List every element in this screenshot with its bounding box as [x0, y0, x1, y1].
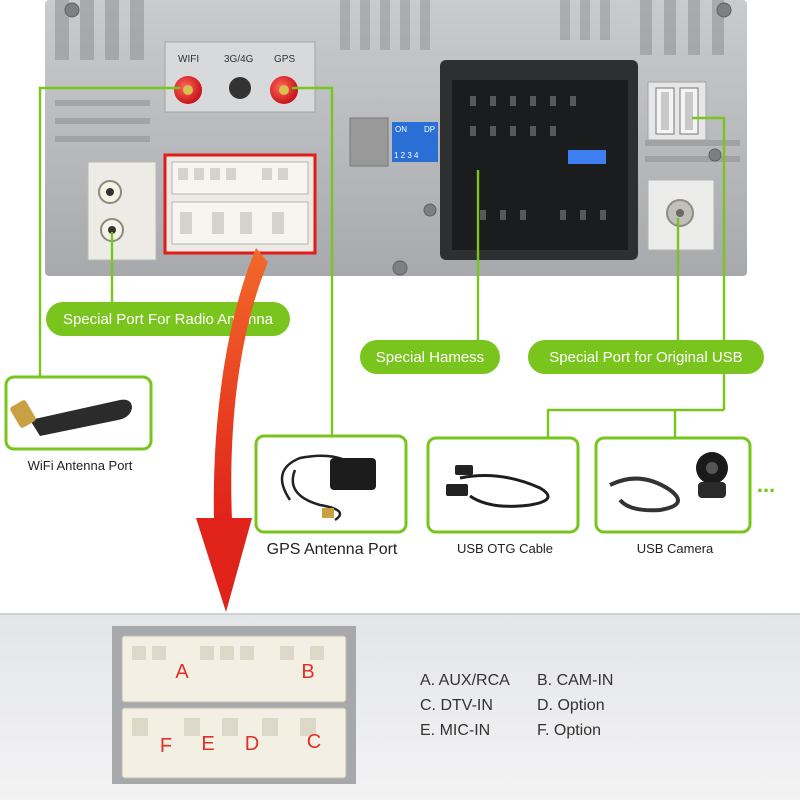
gps-antenna-image [280, 454, 376, 522]
dip-on-label: ON [395, 125, 407, 134]
red-arrow [196, 248, 268, 612]
radio-antenna-callout-text: Special Port For Radio Antenna [63, 311, 274, 328]
radio-antenna-port [87, 161, 157, 261]
wifi-port-label: WIFI [178, 54, 199, 65]
connector-letter-a: A [175, 661, 189, 683]
usb-otg-image [446, 465, 550, 508]
connector-letter-c: C [307, 731, 321, 753]
usb-ports [647, 81, 707, 141]
gps-port-label: GPS [274, 54, 295, 65]
cooling-fins-right [640, 0, 740, 162]
dip-switch: ON DP 1 2 3 4 [349, 117, 438, 167]
radio-antenna-callout: Special Port For Radio Antenna [46, 302, 290, 336]
connector-closeup: A B F E D C [112, 626, 356, 784]
harness-callout: Special Hamess [360, 340, 500, 374]
gps-antenna-box: GPS Antenna Port [254, 434, 408, 558]
more-accessories-ellipsis: ... [757, 472, 775, 497]
dip-numbers: 1 2 3 4 [394, 151, 419, 160]
connector-letter-e: E [201, 733, 214, 755]
harness-pins [470, 96, 606, 220]
usb-otg-caption: USB OTG Cable [457, 541, 553, 556]
antenna-ports-block: WIFI 3G/4G GPS [164, 41, 316, 113]
aux-connector-highlight [163, 153, 317, 255]
usb-camera-image [609, 452, 728, 513]
gps-antenna-caption: GPS Antenna Port [267, 541, 398, 558]
dip-dp-label: DP [424, 125, 435, 134]
legend-item-dtv-in: C. DTV-IN [420, 697, 493, 714]
cooling-fins-left [55, 0, 150, 142]
screws [64, 2, 732, 276]
connector-letter-b: B [301, 661, 314, 683]
usb-camera-caption: USB Camera [637, 541, 714, 556]
wifi-antenna-image [10, 399, 132, 436]
legend-item-mic-in: E. MIC-IN [420, 722, 490, 739]
usb-camera-box: USB Camera [594, 436, 752, 556]
main-harness-connector [440, 60, 638, 260]
mid-port [229, 77, 251, 99]
wifi-antenna-caption: WiFi Antenna Port [28, 458, 133, 473]
connector-letter-d: D [245, 733, 259, 755]
legend-item-cam-in: B. CAM-IN [537, 672, 613, 689]
legend-item-option-f: F. Option [537, 722, 601, 739]
original-usb-callout: Special Port for Original USB [528, 340, 764, 374]
legend-item-aux-rca: A. AUX/RCA [420, 672, 510, 689]
wifi-antenna-box: WiFi Antenna Port [4, 375, 153, 473]
connector-pin-slots [132, 646, 324, 736]
connector-letter-f: F [160, 735, 172, 757]
legend-item-option-d: D. Option [537, 697, 605, 714]
original-usb-port [647, 179, 715, 251]
connector-legend: A. AUX/RCA B. CAM-IN C. DTV-IN D. Option… [420, 672, 613, 739]
cooling-fins-top [340, 0, 610, 50]
usb-otg-box: USB OTG Cable [426, 436, 580, 556]
callout-lines [38, 86, 726, 438]
original-usb-callout-text: Special Port for Original USB [549, 349, 742, 366]
harness-callout-text: Special Hamess [376, 349, 484, 366]
mid-port-label: 3G/4G [224, 54, 254, 65]
